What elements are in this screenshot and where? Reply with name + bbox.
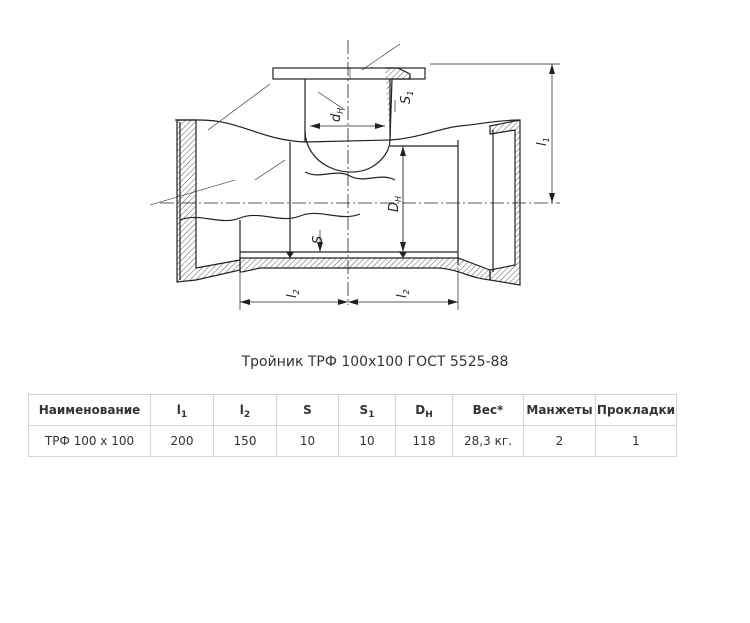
branch-flange (272, 67, 426, 80)
cell-dn: 118 (395, 425, 453, 457)
col-header-s1: S1 (338, 394, 396, 426)
col-header-cuffs: Манжеты (523, 394, 596, 426)
cell-s: 10 (276, 425, 339, 457)
col-header-l1: l1 (150, 394, 214, 426)
label-s1: S1 (399, 91, 415, 104)
main-pipe-top-contour (175, 119, 521, 143)
break-line-lower (179, 212, 361, 222)
col-header-weight: Вес* (452, 394, 524, 426)
cell-cuffs: 2 (523, 425, 596, 457)
cell-l1: 200 (150, 425, 214, 457)
col-header-s: S (276, 394, 339, 426)
right-bell (489, 119, 521, 286)
label-s: S (311, 236, 326, 244)
col-header-dn: DH (395, 394, 453, 426)
left-bell (176, 119, 241, 283)
spec-table: Наименование l1 l2 S S1 DH Вес* Манжеты … (28, 394, 677, 457)
table-header-row: Наименование l1 l2 S S1 DH Вес* Манжеты … (28, 394, 677, 426)
label-dn-branch: dH (329, 108, 345, 122)
table-row: ТРФ 100 х 100 200 150 10 10 118 28,3 кг.… (28, 425, 677, 457)
drawing-caption: Тройник ТРФ 100х100 ГОСТ 5525-88 (241, 354, 509, 370)
cell-gaskets: 1 (595, 425, 677, 457)
cell-weight: 28,3 кг. (452, 425, 524, 457)
cell-l2: 150 (213, 425, 277, 457)
tee-technical-drawing: dH S1 l1 DH S l2 l2 (149, 40, 560, 310)
bottom-wall (239, 257, 491, 281)
branch-elbow (304, 129, 391, 173)
col-header-name: Наименование (28, 394, 151, 426)
col-header-l2: l2 (213, 394, 277, 426)
col-header-gaskets: Прокладки (595, 394, 677, 426)
cell-name: ТРФ 100 х 100 (28, 425, 151, 457)
branch-wall (385, 67, 411, 141)
cell-s1: 10 (338, 425, 396, 457)
label-l2-left: l2 (285, 289, 301, 298)
label-dn-main: DH (387, 196, 403, 212)
break-line-upper (304, 171, 396, 181)
label-l1: l1 (535, 137, 551, 146)
label-l2-right: l2 (395, 289, 411, 298)
